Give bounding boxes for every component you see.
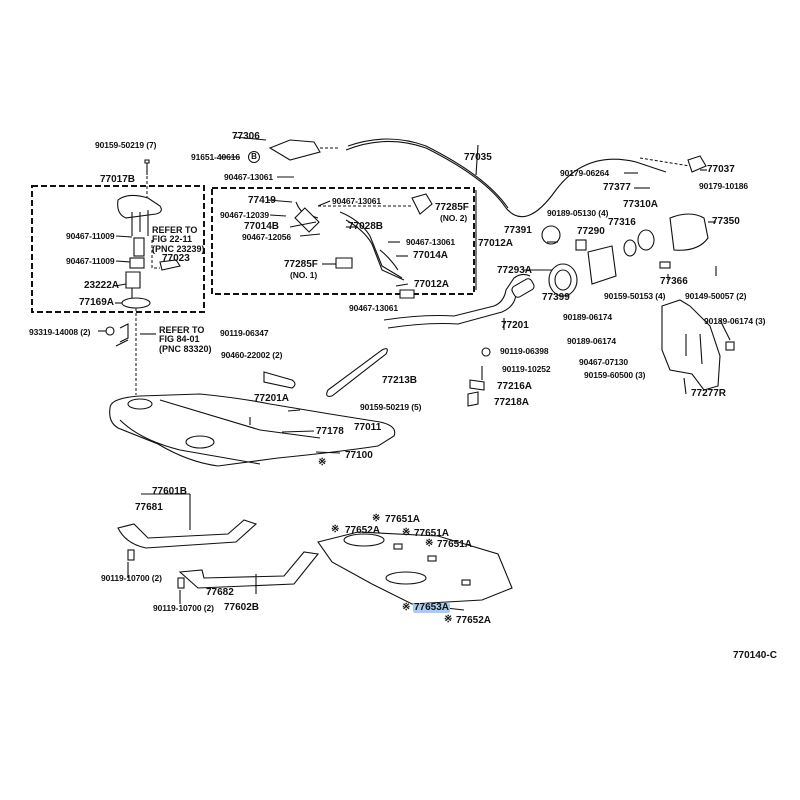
tank-protector-77653A [317,531,513,605]
callout-77213B[interactable]: 77213B [382,375,418,386]
callout-93319-14008[interactable]: 93319-14008 (2) [29,327,91,337]
callout-77216A[interactable]: 77216A [497,381,533,392]
callout-77653A-highlighted[interactable]: 77653A [413,602,451,613]
leader-lines-pump [98,235,156,347]
callout-77285F-no2[interactable]: 77285F [435,202,469,213]
callout-77293A[interactable]: 77293A [497,265,533,276]
reference-note-fig-84-01[interactable]: REFER TO FIG 84-01 (PNC 83320) [159,325,212,354]
callout-77277R[interactable]: 77277R [691,388,727,399]
callout-90119-06347[interactable]: 90119-06347 [220,328,269,338]
fuel-filler-door-parts [541,213,717,297]
fuel-tank-77100 [109,393,396,467]
callout-90159-60500-3[interactable]: 90159-60500 (3) [584,370,646,380]
callout-90467-13061[interactable]: 90467-13061 [406,237,456,247]
callout-90467-11009[interactable]: 90467-11009 [66,256,115,266]
callout-77350[interactable]: 77350 [712,216,740,227]
callout-77602B[interactable]: 77602B [224,602,260,613]
callout-90189-06174[interactable]: 90189-06174 [567,336,617,346]
callout-90189-06174[interactable]: 90189-06174 [563,312,613,322]
callout-90159-50153[interactable]: 90159-50153 (4) [604,291,666,301]
callout-77419[interactable]: 77419 [248,195,276,206]
note-symbol: ※ [425,538,434,549]
note-symbol: ※ [402,602,411,613]
note-symbol: ※ [444,614,453,625]
filler-neck-77201 [263,273,535,397]
figure-id: 770140-C [733,650,777,661]
leader-lines [127,136,731,611]
callout-90179-06264[interactable]: 90179-06264 [560,168,610,178]
callout-77017B[interactable]: 77017B [100,174,136,185]
bolt-symbol-b-icon: B [248,151,260,163]
callout-77014B[interactable]: 77014B [244,221,280,232]
vent-line-subassembly-box [211,187,475,295]
callout-77391[interactable]: 77391 [504,225,532,236]
callout-77285F-no1[interactable]: 77285F [284,259,318,270]
callout-90119-06398[interactable]: 90119-06398 [500,346,549,356]
fuel-pump-assembly [117,159,181,395]
callout-90467-13061[interactable]: 90467-13061 [349,303,399,313]
callout-77012A[interactable]: 77012A [414,279,450,290]
callout-77651A[interactable]: 77651A [385,514,421,525]
callout-90467-11009[interactable]: 90467-11009 [66,231,115,241]
tank-straps [117,519,320,589]
reference-note-fig-22-11[interactable]: REFER TO FIG 22-11 (PNC 23239) [152,225,205,254]
callout-90467-07130[interactable]: 90467-07130 [579,357,629,367]
callout-77037[interactable]: 77037 [707,164,735,175]
callout-90467-13061[interactable]: 90467-13061 [332,196,382,206]
callout-77100[interactable]: 77100 [345,450,373,461]
callout-77201[interactable]: 77201 [501,320,529,331]
callout-77218A[interactable]: 77218A [494,397,530,408]
callout-77310A[interactable]: 77310A [623,199,659,210]
callout-77178[interactable]: 77178 [316,426,344,437]
callout-77681[interactable]: 77681 [135,502,163,513]
callout-90119-10700-2[interactable]: 90119-10700 (2) [153,603,214,613]
callout-77682[interactable]: 77682 [206,587,234,598]
fuel-pump-subassembly-box [31,185,205,313]
callout-77285F-no1-note: (NO. 1) [290,270,318,280]
callout-90119-10700-2[interactable]: 90119-10700 (2) [101,573,162,583]
note-symbol: ※ [402,527,411,538]
callout-77651A[interactable]: 77651A [414,528,450,539]
fuel-lid-cable-77035 [268,138,707,218]
callout-91651-40616[interactable]: 91651-40616 [191,152,241,162]
callout-90189-06174-3[interactable]: 90189-06174 (3) [704,316,766,326]
note-symbol: ※ [331,524,340,535]
callout-90179-10186[interactable]: 90179-10186 [699,181,749,191]
callout-77652A[interactable]: 77652A [456,615,492,626]
callout-90460-22002[interactable]: 90460-22002 (2) [221,350,283,360]
callout-90467-12039[interactable]: 90467-12039 [220,210,270,220]
callout-90467-13061[interactable]: 90467-13061 [224,172,274,182]
callout-77601B[interactable]: 77601B [152,486,188,497]
callout-90149-50057[interactable]: 90149-50057 (2) [685,291,747,301]
callout-77290[interactable]: 77290 [577,226,605,237]
callout-77035[interactable]: 77035 [464,152,492,163]
callout-77169A[interactable]: 77169A [79,297,115,308]
callout-77028B[interactable]: 77028B [348,221,384,232]
callout-77651A[interactable]: 77651A [437,539,473,550]
callout-77012A[interactable]: 77012A [478,238,514,249]
callout-90159-50219-7[interactable]: 90159-50219 (7) [95,140,157,150]
callout-90159-50219-5[interactable]: 90159-50219 (5) [360,402,422,412]
heat-protector-77277R [661,299,735,391]
callout-77316[interactable]: 77316 [608,217,636,228]
note-symbol-77100: ※ [318,457,327,468]
vent-line-assembly [294,193,433,299]
callout-77023[interactable]: 77023 [162,253,190,264]
note-symbol: ※ [372,513,381,524]
callout-77285F-no2-note: (NO. 2) [440,213,468,223]
callout-90119-10252[interactable]: 90119-10252 [502,364,551,374]
callout-90467-12056[interactable]: 90467-12056 [242,232,292,242]
callout-23222A[interactable]: 23222A [84,280,120,291]
callout-90189-05130[interactable]: 90189-05130 (4) [547,208,609,218]
callout-77201A[interactable]: 77201A [254,393,290,404]
callout-77377[interactable]: 77377 [603,182,631,193]
callout-77366[interactable]: 77366 [660,276,688,287]
callout-77011[interactable]: 77011 [354,422,382,433]
callout-77306[interactable]: 77306 [232,131,260,142]
callout-77399[interactable]: 77399 [542,292,570,303]
brackets-77216A-77218A [467,347,491,407]
callout-77652A[interactable]: 77652A [345,525,381,536]
callout-77014A[interactable]: 77014A [413,250,449,261]
